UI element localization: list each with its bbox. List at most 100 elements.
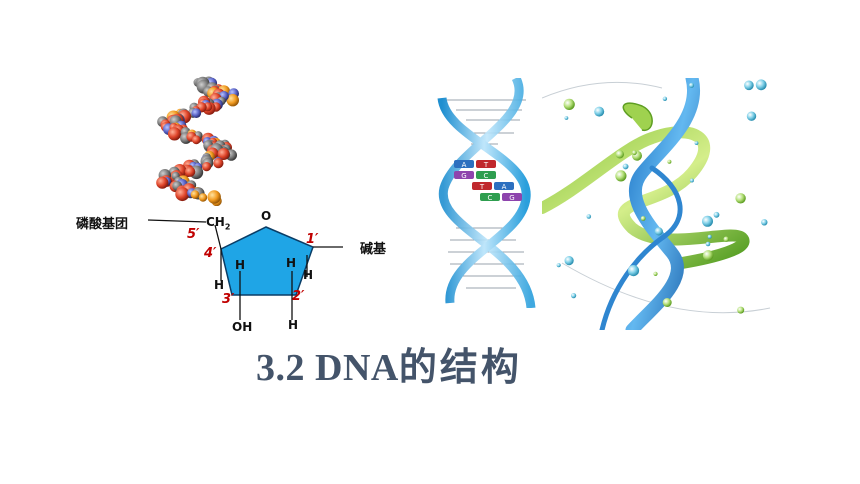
base-block-right: [494, 182, 514, 190]
base-block-right: [476, 171, 496, 179]
c3-inner-h: H: [235, 258, 246, 272]
bubble: [571, 293, 577, 299]
c2-inner-h: H: [286, 256, 297, 270]
hydroxyl-group: OH: [232, 320, 253, 334]
carbon-2-label: 2′: [292, 289, 305, 304]
base-letter-left: A: [462, 161, 467, 169]
bubble: [737, 306, 745, 314]
bubble: [564, 116, 569, 120]
bubble: [594, 106, 605, 117]
bubble: [563, 98, 575, 110]
bubble: [746, 111, 757, 121]
atom-sphere: [217, 148, 230, 160]
atom-sphere: [198, 193, 208, 202]
ch2-group: CH2: [206, 215, 230, 231]
ch2-subscript: 2: [224, 222, 231, 232]
bubble: [640, 216, 646, 221]
base-letter-right: C: [484, 172, 489, 180]
bubble: [622, 163, 629, 170]
phosphate-connector-line: [148, 219, 207, 223]
atom-sphere: [207, 190, 221, 204]
base-letter-right: G: [509, 194, 514, 202]
atom-sphere: [167, 127, 182, 141]
bubble: [707, 234, 712, 239]
ladder-strand-back: [438, 78, 536, 308]
ring-oxygen: O: [261, 209, 272, 223]
bubble: [615, 150, 624, 159]
carbon-5-label: 5′: [187, 227, 200, 242]
ladder-strand-front: [437, 96, 531, 304]
title-prefix: 3.2 DNA: [256, 347, 399, 389]
base-label: 碱基: [360, 242, 387, 257]
bubble: [564, 256, 574, 266]
atom-sphere: [213, 158, 224, 169]
base-letter-left: T: [479, 183, 485, 191]
base-letter-left: C: [488, 194, 493, 202]
bubble: [662, 298, 672, 307]
atom-sphere: [156, 176, 169, 189]
bubble: [556, 263, 561, 268]
base-letter-right: A: [502, 183, 507, 191]
carbon-3-label: 3′: [222, 292, 235, 307]
bubble: [653, 271, 658, 276]
ch2-text: CH: [206, 215, 225, 229]
bubble: [702, 215, 713, 227]
bubble: [615, 170, 627, 182]
bubble: [744, 80, 754, 91]
bubble: [632, 150, 637, 156]
title-suffix: 的结构: [398, 345, 522, 389]
bubble: [713, 211, 720, 218]
base-block-left: [454, 171, 474, 179]
base-letter-right: T: [483, 161, 489, 169]
bubble: [702, 250, 714, 261]
atom-sphere: [175, 187, 190, 202]
green-ribbon-loop: [622, 102, 653, 131]
atom-sphere: [190, 190, 200, 199]
c2-bottom-h: H: [288, 318, 299, 332]
bubble: [627, 265, 640, 277]
bubble: [667, 159, 672, 164]
c4-ch2-bond: [214, 224, 222, 250]
base-block-left: [480, 193, 500, 201]
base-block-left: [472, 182, 492, 190]
dna-space-filling-model-image: [156, 76, 239, 206]
bubble: [755, 79, 767, 91]
dna-atoms: [156, 76, 239, 206]
deoxyribose-ring-diagram: [214, 224, 343, 320]
bubble: [654, 227, 663, 236]
atom-sphere: [202, 162, 212, 172]
bubble: [705, 241, 711, 247]
carbon-1-label: 1′: [306, 232, 319, 247]
dna-ribbon-bubbles-image: [542, 78, 771, 330]
blue-ribbon-thin: [599, 165, 683, 330]
base-block-left: [454, 160, 474, 168]
bubble: [688, 82, 695, 88]
bubble: [723, 236, 729, 242]
decorative-arc-bottom: [561, 262, 771, 314]
decorative-arc-top: [542, 81, 663, 99]
c1-h: H: [303, 268, 314, 282]
bubble: [694, 141, 699, 145]
atom-sphere: [191, 135, 201, 145]
slide-title: 3.2 DNA的结构: [256, 336, 522, 391]
bubble: [735, 193, 746, 204]
bubble: [586, 214, 592, 219]
atom-sphere: [191, 108, 202, 118]
atom-sphere: [184, 166, 196, 177]
base-letter-left: G: [461, 172, 466, 180]
base-block-right: [502, 193, 522, 201]
bubble: [689, 178, 694, 183]
pentagon-ring: [220, 226, 314, 296]
blue-ribbon: [625, 78, 700, 330]
bubbles: [556, 79, 768, 314]
atom-sphere: [226, 94, 239, 107]
c4-h: H: [214, 278, 225, 292]
green-ribbon: [542, 126, 750, 269]
bubble: [761, 219, 768, 226]
phosphate-group-label: 磷酸基团: [76, 217, 129, 232]
base-block-right: [476, 160, 496, 168]
carbon-4-label: 4′: [204, 246, 217, 261]
